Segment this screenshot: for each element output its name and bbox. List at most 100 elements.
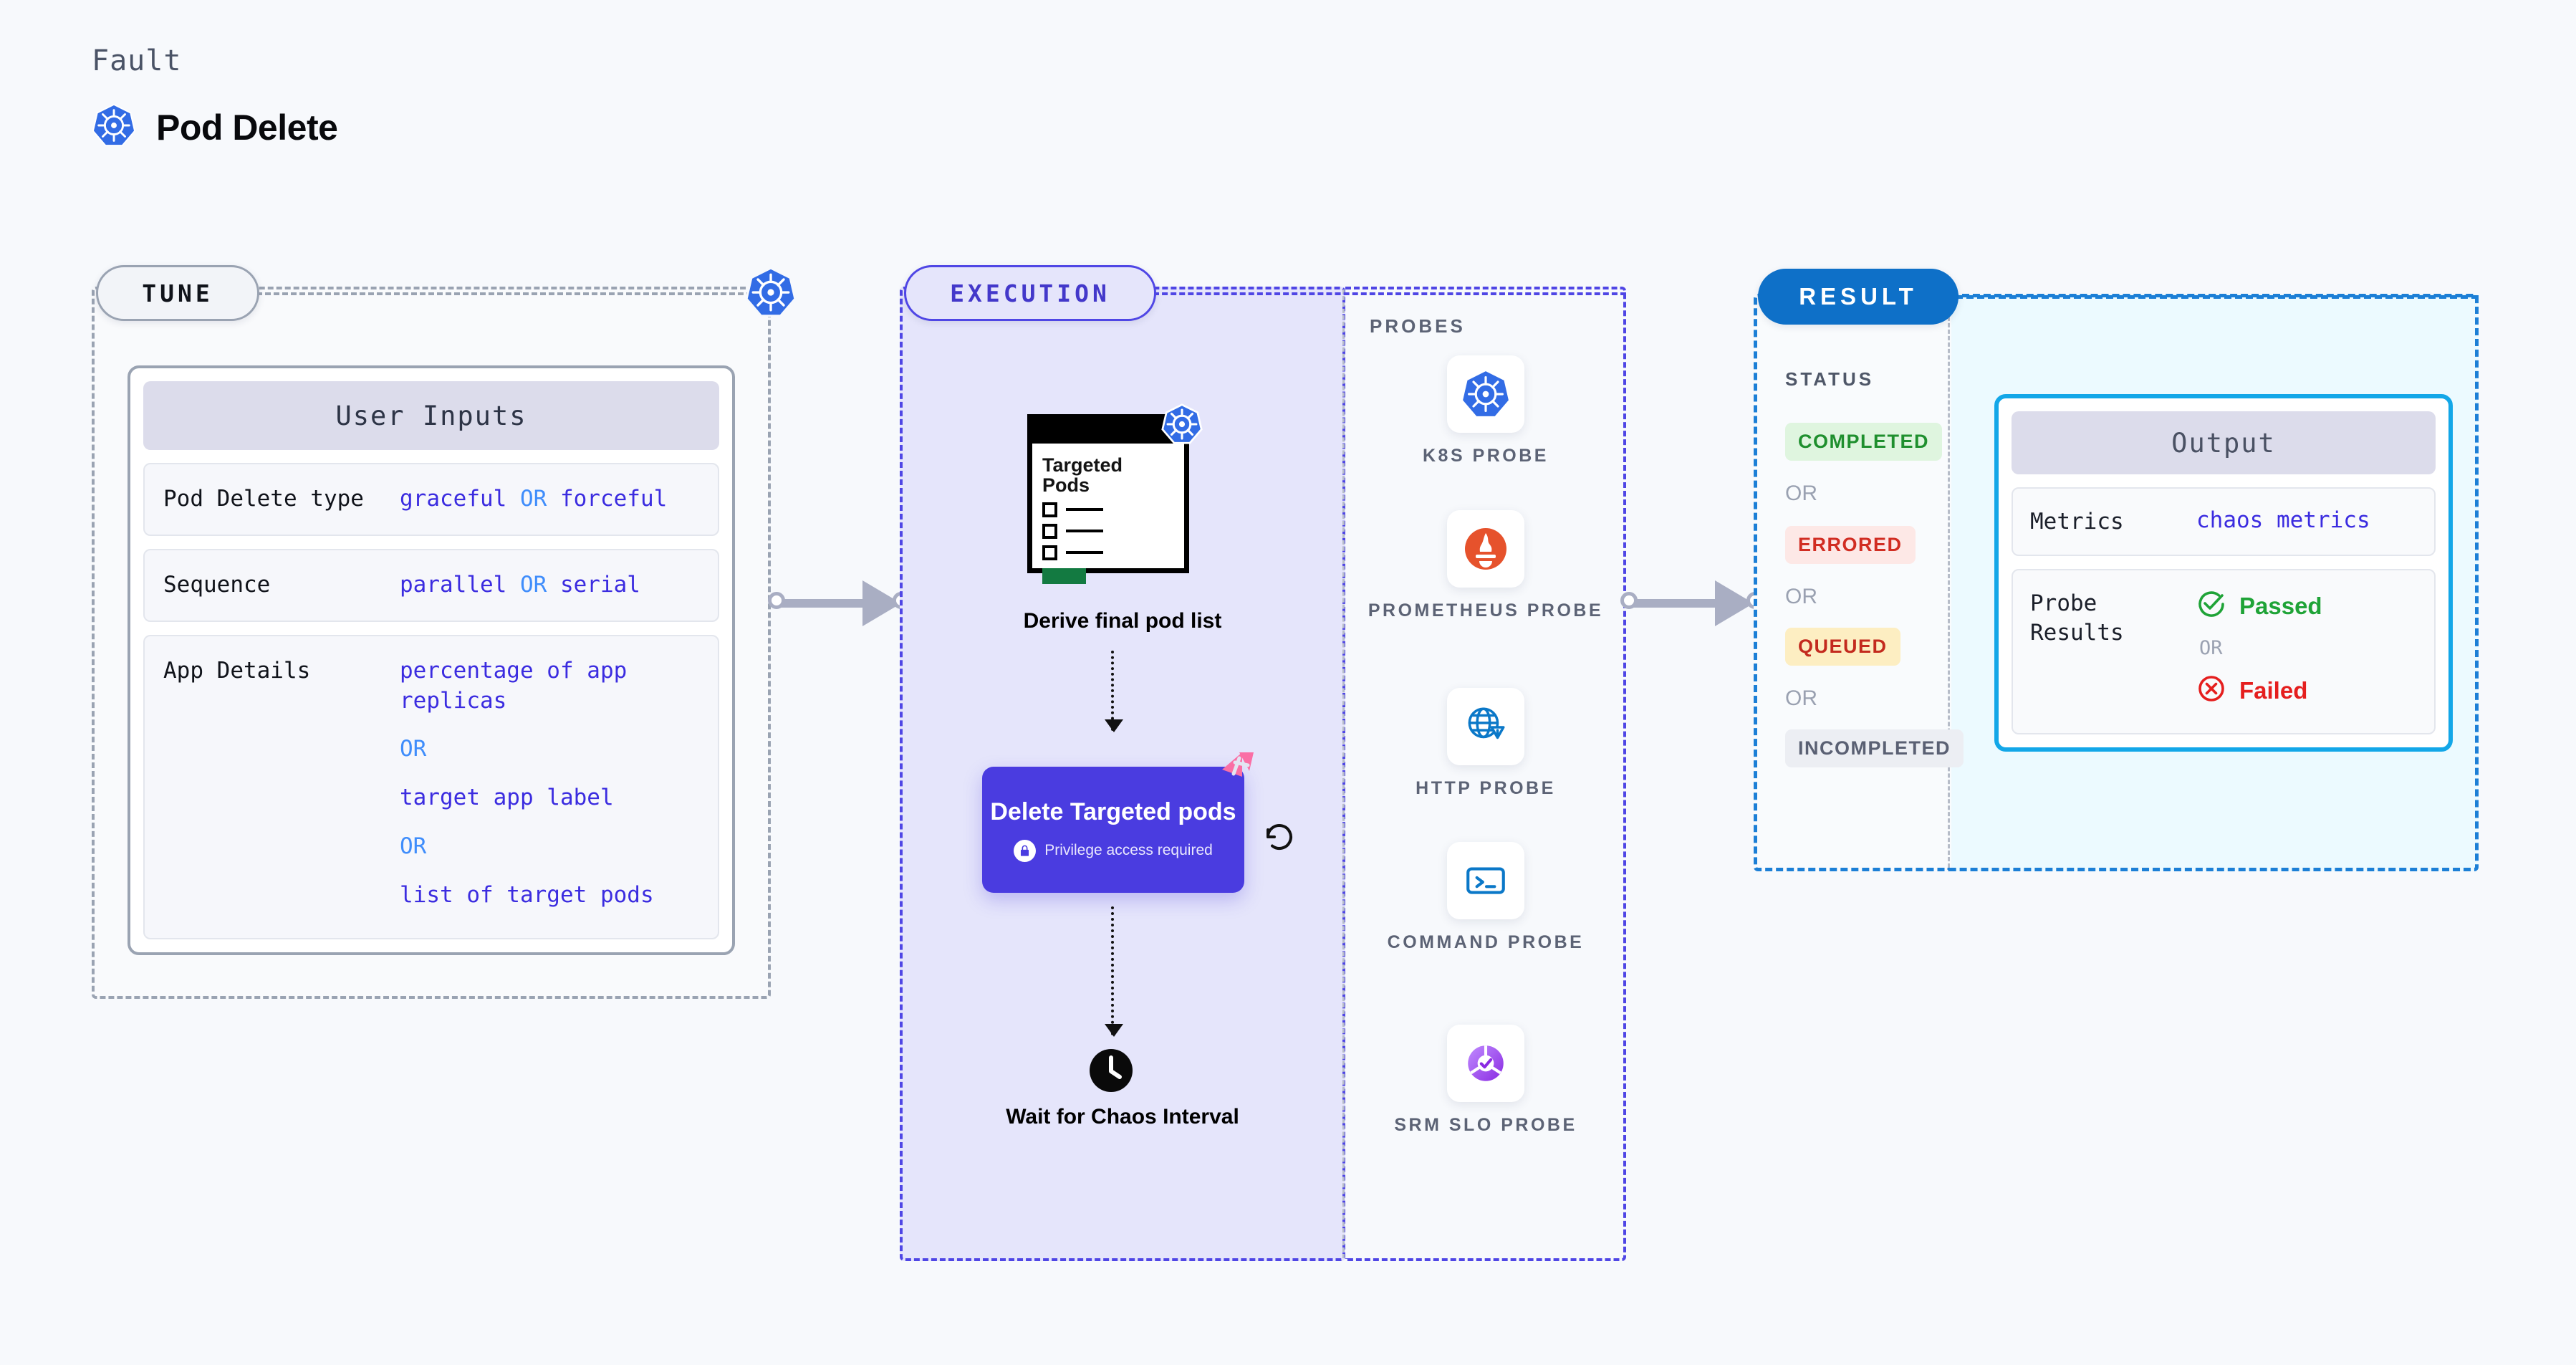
page-title: Pod Delete — [156, 107, 338, 148]
status-badge-completed: COMPLETED — [1785, 423, 1943, 461]
option-percentage-replicas: percentage of app replicas — [400, 657, 628, 714]
list-item — [1042, 502, 1174, 517]
kubernetes-icon — [92, 103, 136, 151]
execution-pill-tail — [1153, 292, 1626, 295]
probe-result-failed-text: Failed — [2239, 676, 2308, 704]
probe-item-command[interactable]: COMMAND PROBE — [1345, 842, 1626, 954]
connector-execution-to-result — [1620, 580, 1764, 626]
probe-label: PROMETHEUS PROBE — [1368, 600, 1604, 621]
row-label: App Details — [163, 657, 311, 684]
output-title: Output — [2012, 411, 2436, 474]
page-header: Fault Pod Delete — [92, 44, 338, 151]
user-input-row-app-details[interactable]: App Details percentage of app replicas O… — [143, 634, 719, 939]
list-item — [1042, 523, 1174, 539]
flow-arrow-delete-to-wait — [1105, 906, 1123, 1037]
kubernetes-icon — [1447, 355, 1524, 433]
row-value: graceful OR forceful — [400, 484, 667, 514]
line-placeholder — [1066, 508, 1103, 512]
tune-pill-tail — [256, 292, 769, 295]
row-value: chaos metrics — [2196, 507, 2370, 533]
result-pill-tail — [1956, 295, 2479, 299]
output-row-probe-results[interactable]: Probe Results Passed OR — [2012, 569, 2436, 735]
probe-result-passed: Passed — [2196, 589, 2322, 623]
fault-label: Fault — [92, 44, 182, 77]
option-graceful: graceful — [400, 486, 507, 512]
probes-title: PROBES — [1370, 315, 1466, 337]
retry-loop-icon — [1261, 818, 1298, 856]
tune-pill[interactable]: TUNE — [96, 265, 259, 321]
list-item — [1042, 545, 1174, 560]
derive-pod-list-caption: Derive final pod list — [1023, 609, 1222, 633]
probe-item-http[interactable]: HTTP PROBE — [1345, 688, 1626, 800]
status-badge-queued: QUEUED — [1785, 628, 1900, 666]
probe-result-passed-text: Passed — [2239, 592, 2322, 619]
probe-label: HTTP PROBE — [1416, 778, 1556, 798]
prometheus-icon — [1447, 510, 1524, 588]
probe-item-srm-slo[interactable]: SRM SLO PROBE — [1345, 1025, 1626, 1136]
option-parallel: parallel — [400, 571, 507, 598]
srm-slo-icon — [1447, 1025, 1524, 1102]
option-target-app-label: target app label — [400, 785, 614, 811]
user-inputs-card: User Inputs Pod Delete type graceful OR … — [128, 365, 735, 955]
option-list-target-pods: list of target pods — [400, 881, 654, 908]
or-separator: OR — [400, 833, 427, 860]
status-or: OR — [1785, 482, 1817, 505]
probe-result-failed: Failed — [2196, 674, 2322, 707]
user-input-row-pod-delete-type[interactable]: Pod Delete type graceful OR forceful — [143, 463, 719, 536]
probe-label: K8S PROBE — [1423, 446, 1549, 466]
user-inputs-title: User Inputs — [143, 381, 719, 450]
kubernetes-icon — [745, 267, 797, 318]
row-value: percentage of app replicas OR target app… — [400, 656, 658, 911]
line-placeholder — [1066, 530, 1103, 533]
checkbox-icon — [1042, 523, 1057, 539]
terminal-icon — [1447, 842, 1524, 919]
targeted-pods-title: Targeted Pods — [1042, 454, 1123, 497]
card-titlebar — [1032, 419, 1184, 444]
probe-label: SRM SLO PROBE — [1394, 1115, 1577, 1135]
status-badge-incompleted: INCOMPLETED — [1785, 729, 1964, 767]
row-label: Metrics — [2030, 509, 2124, 535]
connector-tune-to-execution — [768, 580, 910, 626]
flow-arrow-derive-to-delete — [1105, 651, 1123, 732]
kubernetes-icon — [1161, 403, 1203, 445]
probe-label: COMMAND PROBE — [1387, 932, 1585, 952]
probe-item-prometheus[interactable]: PROMETHEUS PROBE — [1345, 510, 1626, 622]
privilege-note: Privilege access required — [1014, 839, 1213, 862]
option-serial: serial — [559, 571, 640, 598]
or-separator: OR — [400, 736, 427, 762]
check-circle-icon — [2196, 589, 2226, 623]
globe-warning-icon — [1447, 688, 1524, 765]
checkbox-icon — [1042, 502, 1057, 517]
line-placeholder — [1066, 551, 1103, 555]
lock-icon — [1014, 839, 1037, 862]
output-row-metrics[interactable]: Metrics chaos metrics — [2012, 487, 2436, 557]
row-label: Pod Delete type — [163, 486, 364, 512]
status-badge-errored: ERRORED — [1785, 526, 1916, 564]
option-forceful: forceful — [559, 486, 668, 512]
x-circle-icon — [2196, 674, 2226, 707]
probe-item-k8s[interactable]: K8S PROBE — [1345, 355, 1626, 467]
fault-title-row: Pod Delete — [92, 103, 338, 151]
row-value: Passed OR Failed — [2196, 589, 2322, 707]
wait-chaos-interval-caption: Wait for Chaos Interval — [1006, 1105, 1239, 1129]
chaos-flag-icon — [1218, 749, 1258, 790]
or-separator: OR — [519, 486, 547, 512]
status-title: STATUS — [1785, 368, 1875, 390]
or-separator: OR — [519, 571, 547, 598]
privilege-note-text: Privilege access required — [1044, 842, 1213, 859]
row-label: Sequence — [163, 571, 271, 598]
status-or: OR — [1785, 585, 1817, 608]
row-label: Probe Results — [2030, 590, 2124, 646]
delete-targeted-pods-node[interactable]: Delete Targeted pods Privilege access re… — [982, 767, 1244, 893]
targeted-pods-node[interactable]: Targeted Pods — [1027, 403, 1203, 584]
probe-result-or: OR — [2199, 637, 2223, 660]
user-input-row-sequence[interactable]: Sequence parallel OR serial — [143, 548, 719, 622]
output-card: Output Metrics chaos metrics Probe Resul… — [1994, 394, 2453, 752]
result-pill[interactable]: RESULT — [1758, 269, 1959, 325]
clock-icon — [1088, 1048, 1134, 1093]
status-bar — [1042, 567, 1086, 584]
checkbox-icon — [1042, 545, 1057, 560]
delete-node-title: Delete Targeted pods — [990, 798, 1236, 826]
execution-pill[interactable]: EXECUTION — [904, 265, 1156, 321]
status-or: OR — [1785, 686, 1817, 710]
